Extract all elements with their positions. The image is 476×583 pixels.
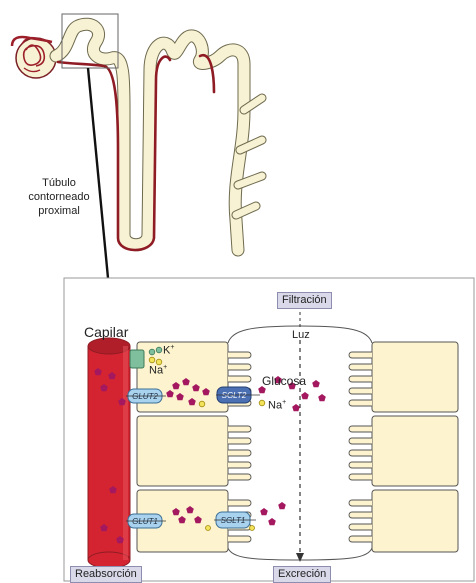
potassium-ion bbox=[156, 347, 162, 353]
sglt1-label: SGLT1 bbox=[221, 516, 246, 525]
sodium-ion bbox=[199, 401, 205, 407]
sodium-ion bbox=[206, 526, 211, 531]
microvillus bbox=[228, 462, 251, 468]
filtration-label: Filtración bbox=[277, 292, 332, 309]
microvillus bbox=[349, 426, 372, 432]
microvillus bbox=[349, 376, 372, 382]
microvillus bbox=[349, 364, 372, 370]
nephron-overview bbox=[12, 14, 262, 278]
microvillus bbox=[349, 400, 372, 406]
microvillus bbox=[349, 524, 372, 530]
sodium-label-top: Na+ bbox=[149, 361, 167, 378]
microvillus bbox=[228, 438, 251, 444]
microvillus bbox=[228, 426, 251, 432]
microvillus bbox=[349, 438, 372, 444]
glut1-label: GLUT1 bbox=[132, 517, 158, 526]
reabsorption-label: Reabsorción bbox=[70, 566, 142, 583]
cell-right-1 bbox=[372, 342, 458, 412]
na-k-pump bbox=[130, 350, 144, 368]
microvillus bbox=[349, 474, 372, 480]
sodium-superscript-top: + bbox=[163, 364, 167, 371]
microvillus bbox=[228, 352, 251, 358]
potassium-superscript: + bbox=[170, 344, 174, 351]
microvillus bbox=[228, 474, 251, 480]
sodium-ion bbox=[259, 400, 265, 406]
microvillus bbox=[228, 376, 251, 382]
glucose-label: Glucosa bbox=[262, 375, 306, 388]
microvillus bbox=[349, 450, 372, 456]
sodium-label-lumen: Na+ bbox=[268, 396, 286, 413]
potassium-label: K+ bbox=[163, 341, 174, 358]
microvillus bbox=[349, 536, 372, 542]
microvillus bbox=[349, 352, 372, 358]
microvillus bbox=[228, 364, 251, 370]
sodium-superscript-lumen: + bbox=[282, 399, 286, 406]
microvillus bbox=[349, 512, 372, 518]
sodium-ion bbox=[250, 526, 255, 531]
microvillus bbox=[349, 462, 372, 468]
microvillus bbox=[228, 536, 251, 542]
capillary-highlight bbox=[123, 346, 128, 560]
sodium-text-lumen: Na bbox=[268, 400, 282, 412]
tubule-label-line2: contorneado bbox=[28, 191, 89, 203]
potassium-ion bbox=[149, 349, 155, 355]
tubule-label-line3: proximal bbox=[38, 205, 80, 217]
capillary bbox=[88, 338, 130, 568]
glut2-label: GLUT2 bbox=[132, 392, 158, 401]
tubule-label-line1: Túbulo bbox=[42, 177, 76, 189]
sglt2-label: SGLT2 bbox=[222, 391, 247, 400]
microvillus bbox=[349, 500, 372, 506]
excretion-label: Excreción bbox=[273, 566, 331, 583]
zoom-pointer-line bbox=[88, 68, 108, 278]
microvillus bbox=[228, 500, 251, 506]
peritubular-capillary bbox=[58, 55, 214, 250]
cell-right-3 bbox=[372, 490, 458, 552]
lumen-label: Luz bbox=[292, 329, 310, 342]
cell-left-2 bbox=[137, 416, 228, 486]
sodium-text-top: Na bbox=[149, 365, 163, 377]
microvillus bbox=[349, 388, 372, 394]
cell-right-2 bbox=[372, 416, 458, 486]
tubule-lumen bbox=[56, 24, 244, 250]
capillary-label: Capilar bbox=[84, 324, 128, 340]
microvillus bbox=[228, 450, 251, 456]
